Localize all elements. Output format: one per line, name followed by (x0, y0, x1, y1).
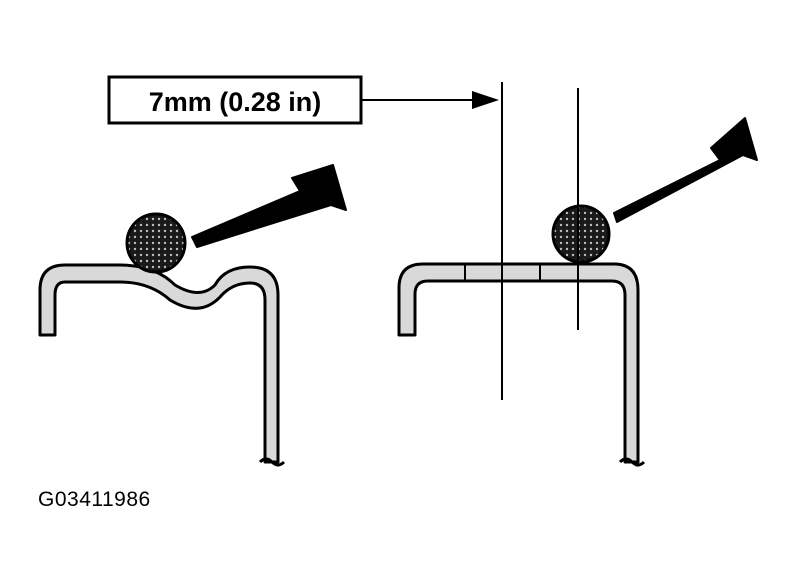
left-wire-ball (125, 212, 187, 274)
right-clip-break (618, 457, 646, 467)
left-arrow-icon (191, 164, 347, 248)
right-clip (397, 117, 758, 467)
figure-id: G03411986 (38, 488, 151, 511)
dimension-label-box (107, 75, 363, 125)
dimension-label: 7mm (0.28 in) (149, 87, 322, 117)
right-clip-body (397, 262, 640, 464)
left-clip-break (258, 457, 286, 467)
dimension-arrowhead-icon (472, 91, 499, 109)
right-wire-ball (551, 204, 611, 264)
left-clip (38, 164, 347, 467)
left-clip-body (38, 263, 280, 464)
right-arrow-icon (613, 117, 758, 223)
dimension-annotation: 7mm (0.28 in) (107, 75, 579, 400)
